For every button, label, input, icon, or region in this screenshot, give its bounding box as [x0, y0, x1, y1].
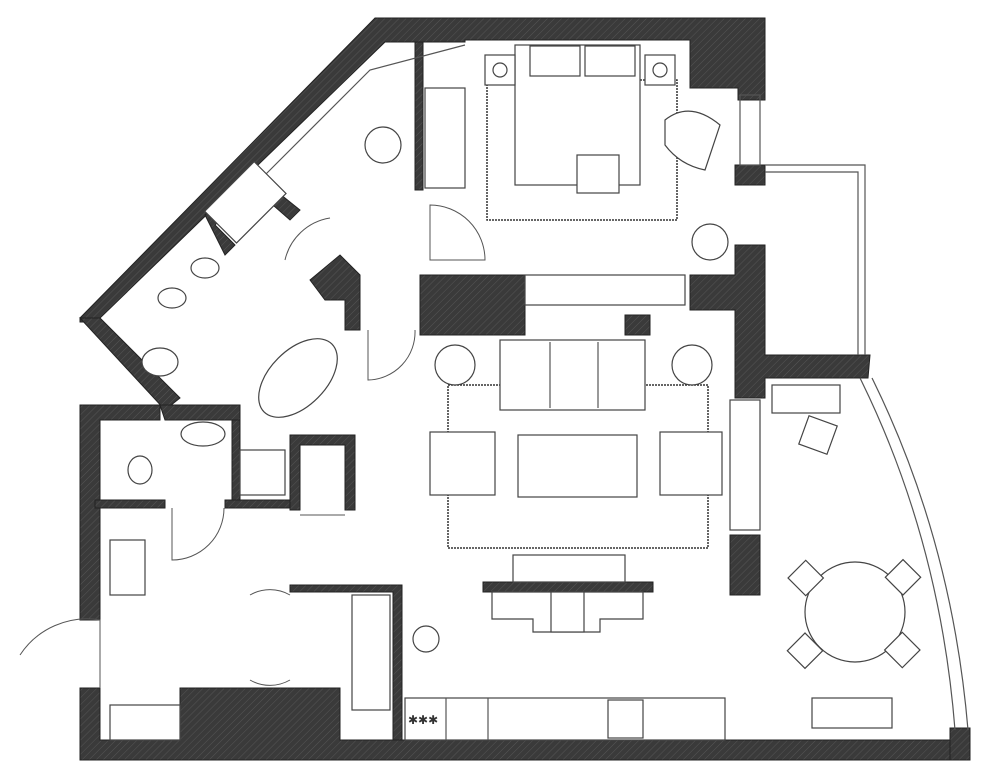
window	[739, 94, 761, 166]
wall-walkin-div	[414, 41, 424, 191]
wall-bath-bottom	[159, 404, 241, 421]
stove-icon	[550, 591, 585, 633]
chair	[798, 415, 838, 455]
bathroom	[141, 257, 338, 418]
bathroom-door[interactable]	[367, 329, 416, 381]
chair	[786, 632, 824, 670]
dining-table-icon	[804, 561, 906, 663]
shelves	[424, 87, 466, 189]
wall-closet-bottom	[289, 584, 403, 741]
wall-hall-bottom	[224, 499, 291, 509]
living-room	[429, 339, 761, 583]
tv-console	[512, 554, 626, 583]
sink-icon	[141, 347, 179, 377]
wall-kitchen-island	[482, 581, 654, 593]
wall-storage	[289, 434, 356, 511]
wc-door[interactable]	[171, 507, 225, 561]
toilet-icon	[157, 287, 187, 309]
sink-icon	[180, 421, 226, 447]
dresser	[524, 274, 686, 306]
bench	[576, 154, 620, 194]
entrance-door[interactable]	[19, 618, 101, 688]
wall-diagonal-lower	[78, 317, 181, 411]
balcony	[739, 94, 969, 731]
wall-wc-div	[231, 419, 241, 501]
closet-door[interactable]	[284, 217, 331, 261]
wall-center-block	[419, 274, 526, 336]
pillow	[584, 45, 636, 77]
walk-in-closet	[203, 44, 466, 244]
sink-icon	[607, 699, 644, 739]
toilet-icon	[127, 455, 153, 485]
kitchen: ✱✱✱	[404, 591, 726, 741]
wardrobe-rail	[351, 594, 391, 711]
pillow	[529, 45, 581, 77]
hob-burners-icon: ✱✱✱	[408, 713, 438, 727]
sideboard	[811, 697, 893, 729]
shower-icon	[203, 160, 287, 244]
armchair-icon	[659, 431, 723, 496]
wall-bottom-right	[949, 727, 971, 761]
armchair-icon	[429, 431, 496, 496]
wall-wc-bottom	[94, 499, 166, 509]
armchair-icon	[664, 110, 721, 171]
wc	[127, 421, 286, 496]
doors	[19, 204, 486, 688]
hallway	[109, 539, 391, 741]
side-table	[671, 344, 713, 386]
stool	[412, 625, 440, 653]
chair	[883, 631, 921, 669]
shelf	[729, 399, 761, 531]
bidet-icon	[190, 257, 220, 279]
wall-fireplace	[729, 534, 761, 596]
wall-bedroom-right	[734, 164, 766, 186]
coffee-table	[517, 434, 638, 498]
side-table	[434, 344, 476, 386]
side-table	[691, 223, 729, 261]
lamp-icon	[492, 62, 508, 78]
wall-living-right	[689, 244, 871, 399]
shower-icon	[239, 449, 286, 496]
chair	[884, 558, 922, 596]
lamp-icon	[652, 62, 668, 78]
bathtub-icon	[258, 338, 338, 418]
bench	[109, 539, 146, 596]
wall-left-lower	[79, 687, 971, 761]
wall-bath-diagonal	[309, 254, 361, 331]
chair	[787, 559, 825, 597]
ottoman	[364, 126, 402, 164]
kitchen-counter	[404, 697, 726, 741]
closet-double-door[interactable]	[249, 589, 291, 686]
cabinet	[109, 704, 181, 741]
bedroom	[484, 44, 729, 306]
dining-area	[771, 384, 922, 729]
console	[771, 384, 841, 414]
wall-center-small	[624, 314, 651, 336]
bedroom-door[interactable]	[429, 204, 486, 261]
sofa-icon	[499, 339, 646, 411]
